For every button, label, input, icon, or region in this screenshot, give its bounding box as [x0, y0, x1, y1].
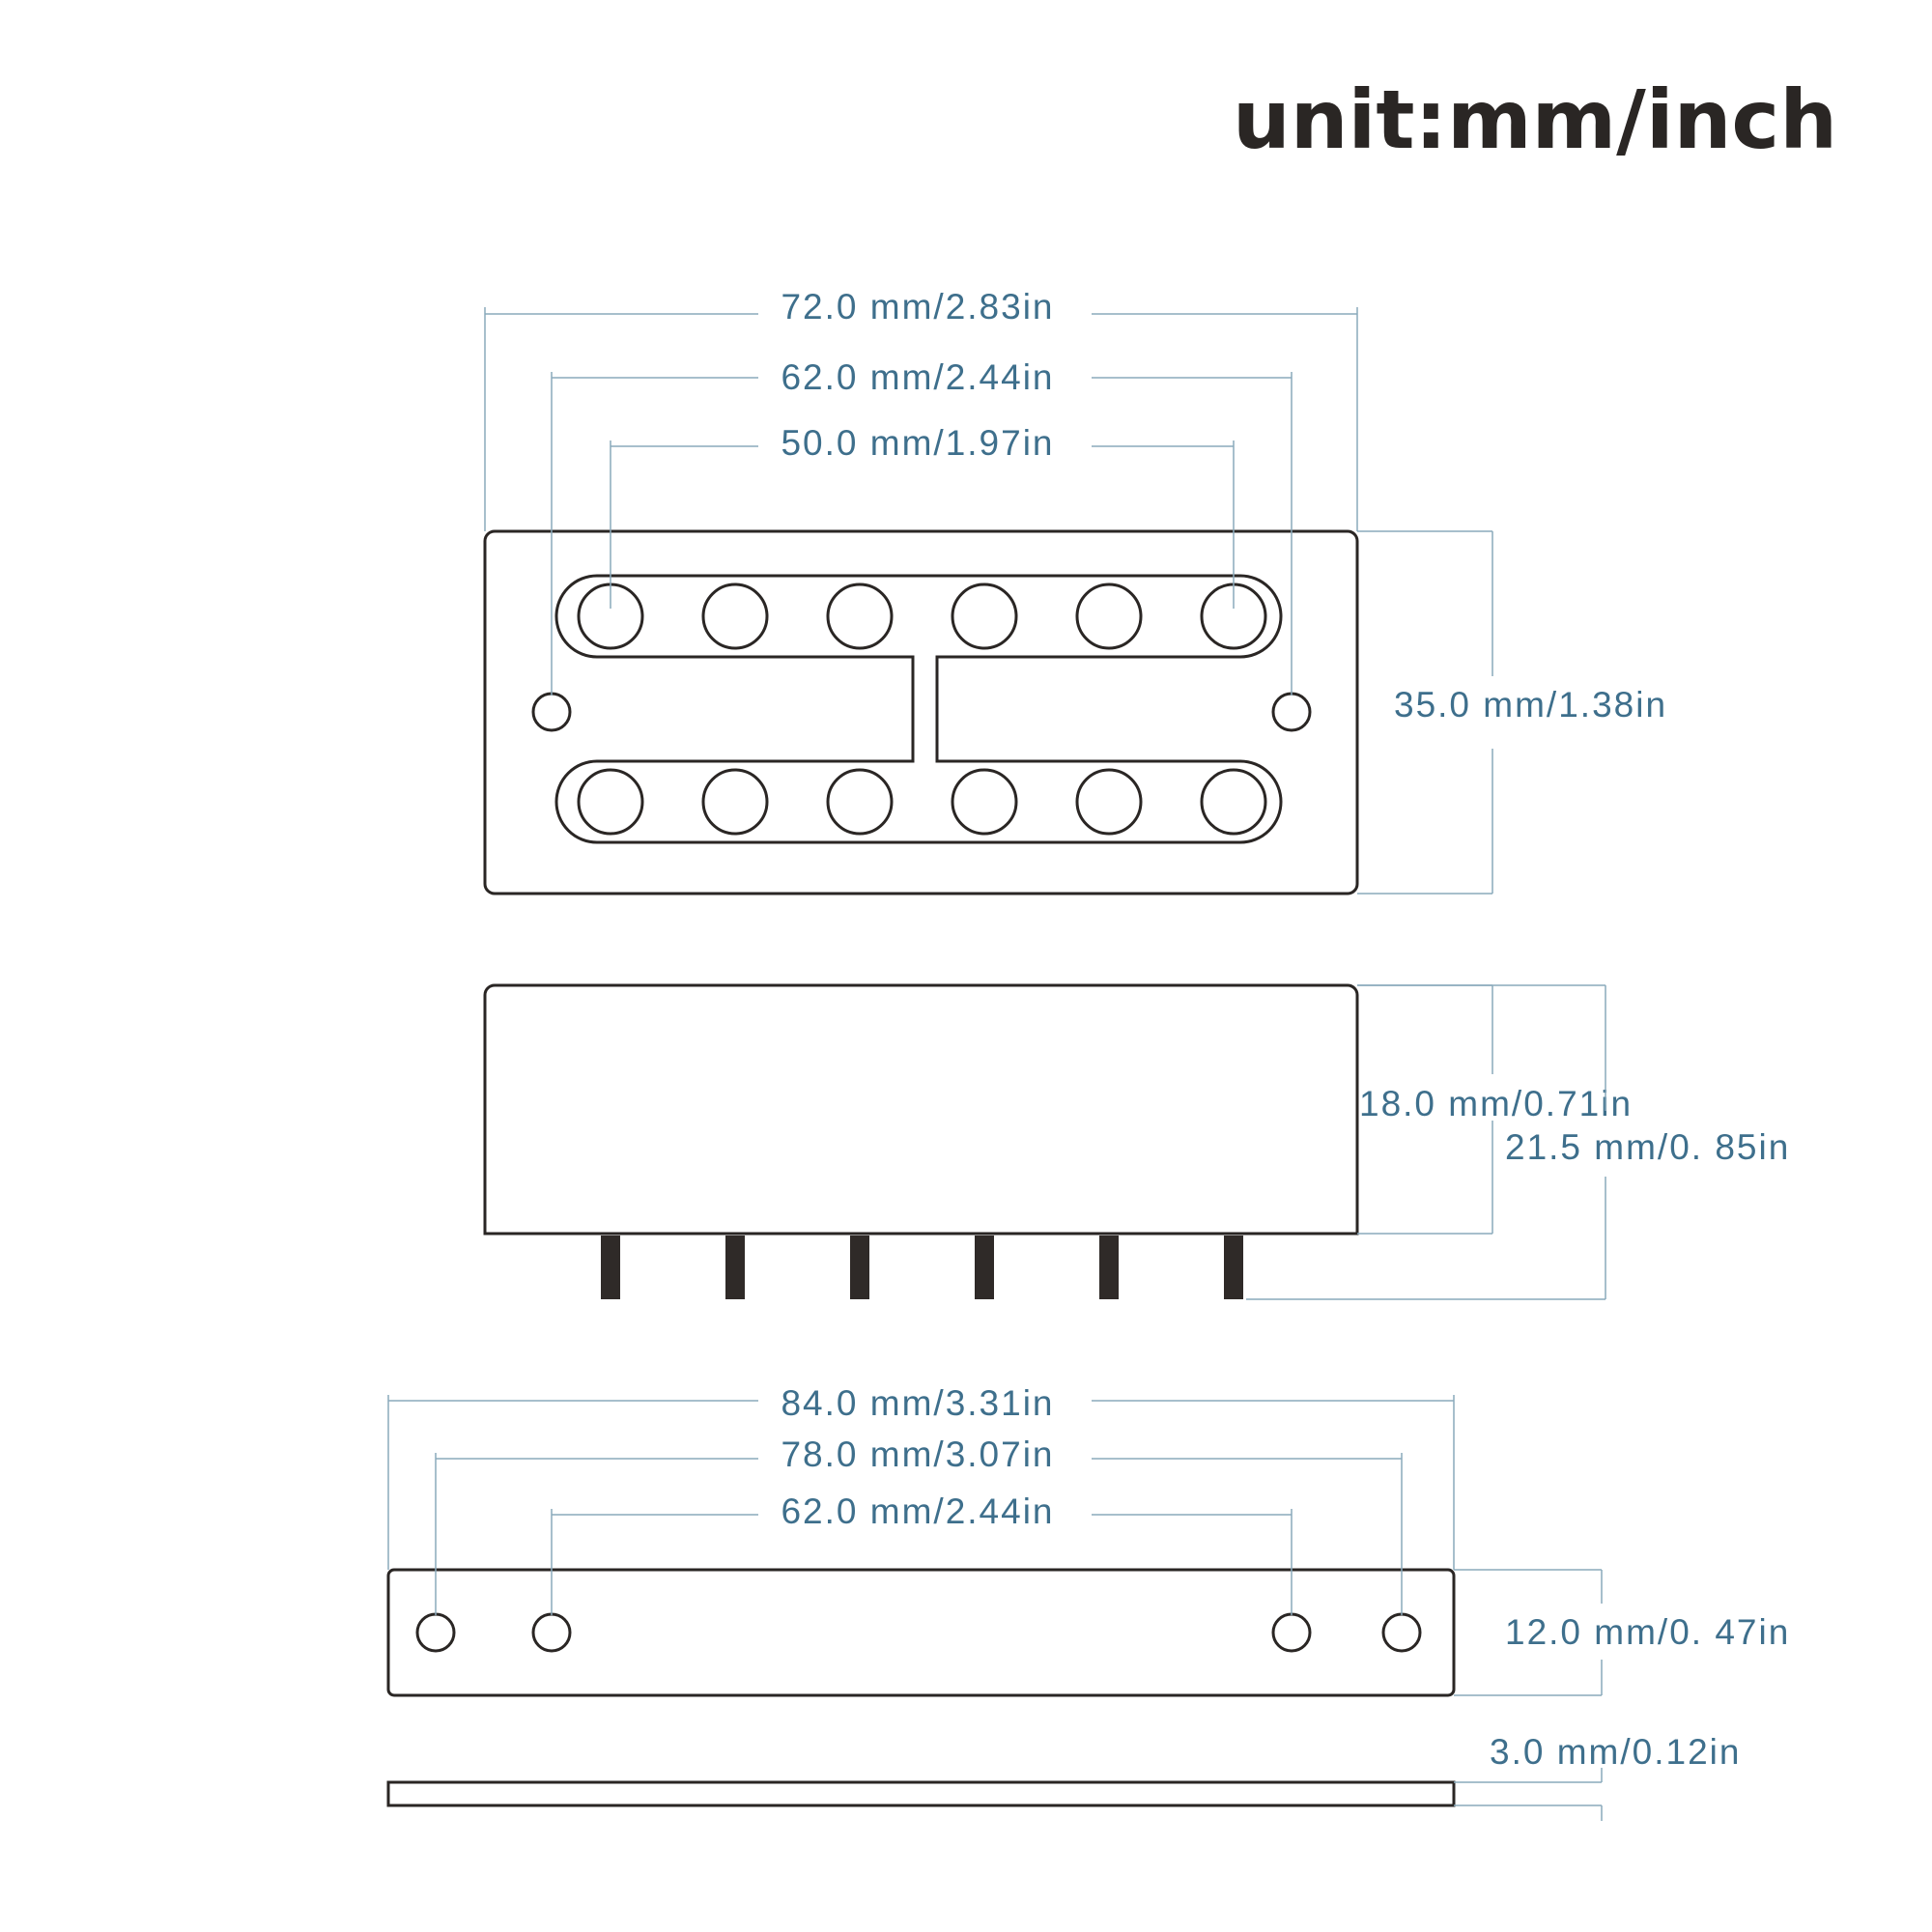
upper-pole-piece-3: [826, 582, 894, 650]
dimension-plate-width: 12.0 mm/0. 47in: [1454, 1569, 1790, 1696]
plate-width-label: 12.0 mm/0. 47in: [1505, 1612, 1790, 1652]
lower-pole-piece-4: [951, 768, 1018, 836]
pole-leg-3: [850, 1236, 869, 1299]
base-hole-inner-left: [531, 1612, 572, 1653]
dimension-pole-spacing: 50.0 mm/1.97in: [610, 423, 1235, 609]
pole-leg-2: [725, 1236, 745, 1299]
dimension-plate-thickness: [1454, 1768, 1603, 1821]
plate-edge-outline: [386, 1780, 1456, 1807]
right-mount-hole: [1271, 692, 1312, 732]
upper-coil-slot: [554, 574, 1283, 844]
inner-hole-spacing-label: 62.0 mm/2.44in: [781, 1492, 1054, 1531]
dimension-outer-hole-spacing: 78.0 mm/3.07in: [435, 1435, 1403, 1615]
pole-leg-6: [1224, 1236, 1243, 1299]
dimension-body-height: 18.0 mm/0.71in: [1357, 984, 1633, 1235]
plate-thickness-view: 3.0 mm/0.12in: [386, 1732, 1741, 1821]
pole-leg-4: [975, 1236, 994, 1299]
upper-pole-piece-5: [1075, 582, 1143, 650]
mount-hole-spacing-label: 62.0 mm/2.44in: [781, 357, 1054, 397]
unit-title: unit:mm/inch: [1233, 72, 1837, 167]
pole-piece-legs: [601, 1236, 1243, 1299]
top-view: 72.0 mm/2.83in 62.0 mm/2.44in 50.0 mm/1.…: [483, 287, 1667, 895]
base-hole-inner-right: [1271, 1612, 1312, 1653]
outer-hole-spacing-label: 78.0 mm/3.07in: [781, 1435, 1054, 1474]
dimension-depth: 35.0 mm/1.38in: [1357, 530, 1667, 895]
overall-width-label: 72.0 mm/2.83in: [781, 287, 1054, 327]
pole-spacing-label: 50.0 mm/1.97in: [781, 423, 1054, 463]
lower-pole-row: [577, 768, 1267, 836]
dimension-overall-width: 72.0 mm/2.83in: [484, 287, 1358, 531]
pole-leg-5: [1099, 1236, 1119, 1299]
lower-pole-piece-1: [577, 768, 644, 836]
depth-label: 35.0 mm/1.38in: [1394, 685, 1667, 724]
base-hole-outer-left: [415, 1612, 456, 1653]
base-plate-outline: [386, 1568, 1456, 1697]
dimension-inner-hole-spacing: 62.0 mm/2.44in: [551, 1492, 1293, 1615]
lower-pole-piece-3: [826, 768, 894, 836]
plate-length-label: 84.0 mm/3.31in: [781, 1383, 1054, 1423]
top-view-outline: [483, 529, 1359, 895]
lower-pole-piece-6: [1200, 768, 1267, 836]
upper-pole-piece-4: [951, 582, 1018, 650]
side-view-body: [483, 983, 1359, 1236]
dimension-total-height: 21.5 mm/0. 85in: [1246, 984, 1790, 1300]
lower-pole-piece-2: [701, 768, 769, 836]
left-mount-hole: [531, 692, 572, 732]
upper-pole-row: [577, 582, 1267, 650]
body-height-label: 18.0 mm/0.71in: [1359, 1084, 1633, 1123]
dimension-mount-hole-spacing: 62.0 mm/2.44in: [551, 357, 1293, 696]
base-hole-outer-right: [1381, 1612, 1422, 1653]
side-view: 18.0 mm/0.71in 21.5 mm/0. 85in: [483, 983, 1790, 1300]
total-height-label: 21.5 mm/0. 85in: [1505, 1127, 1790, 1167]
pole-leg-1: [601, 1236, 620, 1299]
upper-pole-piece-2: [701, 582, 769, 650]
plate-thickness-label: 3.0 mm/0.12in: [1490, 1732, 1741, 1772]
base-plate-view: 84.0 mm/3.31in 78.0 mm/3.07in 62.0 mm/2.…: [386, 1383, 1790, 1697]
lower-pole-piece-5: [1075, 768, 1143, 836]
dimension-plate-length: 84.0 mm/3.31in: [387, 1383, 1455, 1570]
